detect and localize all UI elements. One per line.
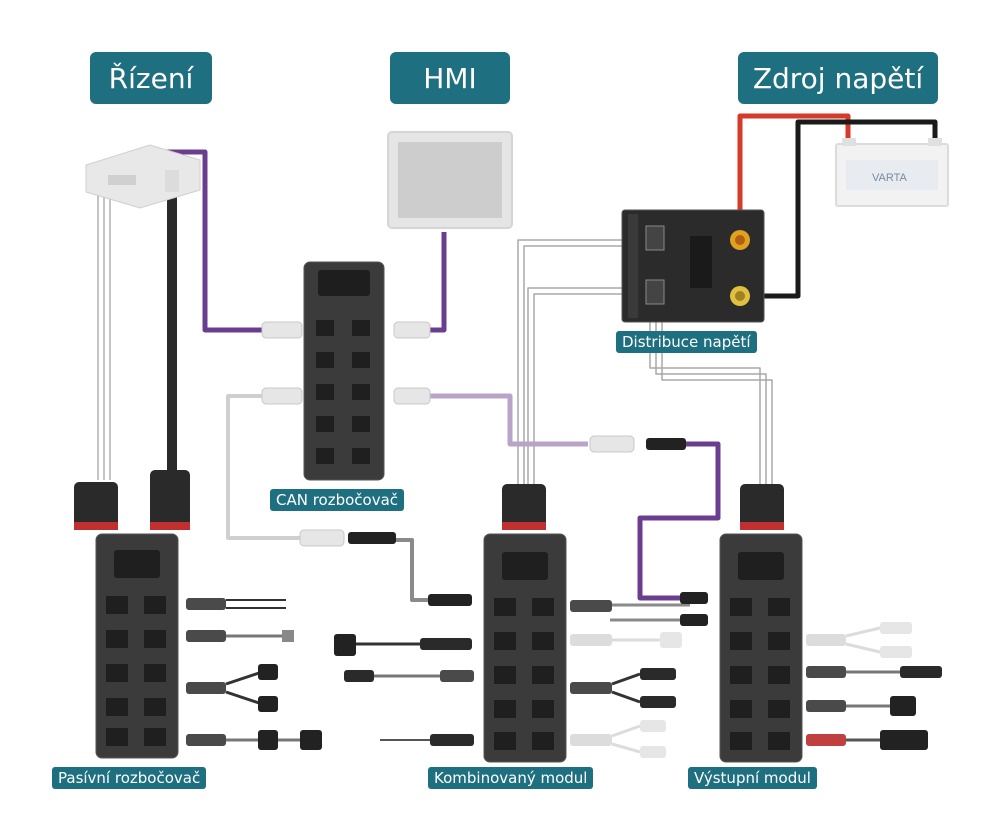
label-vystupni-modul: Výstupní modul <box>688 767 817 789</box>
combined-module <box>483 533 567 763</box>
label-pasivni-rozbocovac: Pasívní rozbočovač <box>52 767 207 789</box>
battery-brand: VARTA <box>872 172 908 184</box>
hmi-screen <box>387 131 513 229</box>
wire-can-combined <box>430 393 588 447</box>
wires <box>97 113 938 622</box>
wire-combined-output <box>610 603 690 622</box>
label-zdroj-napeti: Zdroj napětí <box>738 52 938 104</box>
passive-side-leads <box>186 598 322 750</box>
label-distribuce-napeti: Distribuce napětí <box>616 331 757 353</box>
label-can-rozbocovac: CAN rozbočovač <box>270 489 405 511</box>
wire-dist-output <box>649 300 773 484</box>
module-plugs <box>74 470 784 530</box>
passive-splitter-module <box>95 533 179 759</box>
wire-control-thin <box>97 182 111 480</box>
wire-dist-combined <box>517 239 638 484</box>
power-distribution-box <box>621 209 765 323</box>
control-unit <box>85 144 201 209</box>
wire-hmi-can <box>430 232 447 333</box>
label-kombinovany-modul: Kombinovaný modul <box>428 767 594 789</box>
dt-connectors <box>348 438 708 626</box>
wire-power-red <box>737 113 851 232</box>
label-hmi: HMI <box>390 52 510 104</box>
can-connectors <box>261 321 635 547</box>
output-module <box>719 533 803 763</box>
wire-can-lower <box>226 394 300 540</box>
wire-control-can <box>150 149 262 333</box>
combined-left-leads <box>334 634 474 746</box>
can-splitter <box>303 261 385 481</box>
battery <box>835 138 949 207</box>
wire-power-black <box>752 119 938 299</box>
label-rizeni: Řízení <box>90 52 212 104</box>
combined-right-leads <box>570 600 682 758</box>
wire-combined-down <box>395 538 428 602</box>
wire-output-loop <box>637 441 721 601</box>
output-right-leads <box>806 622 942 750</box>
